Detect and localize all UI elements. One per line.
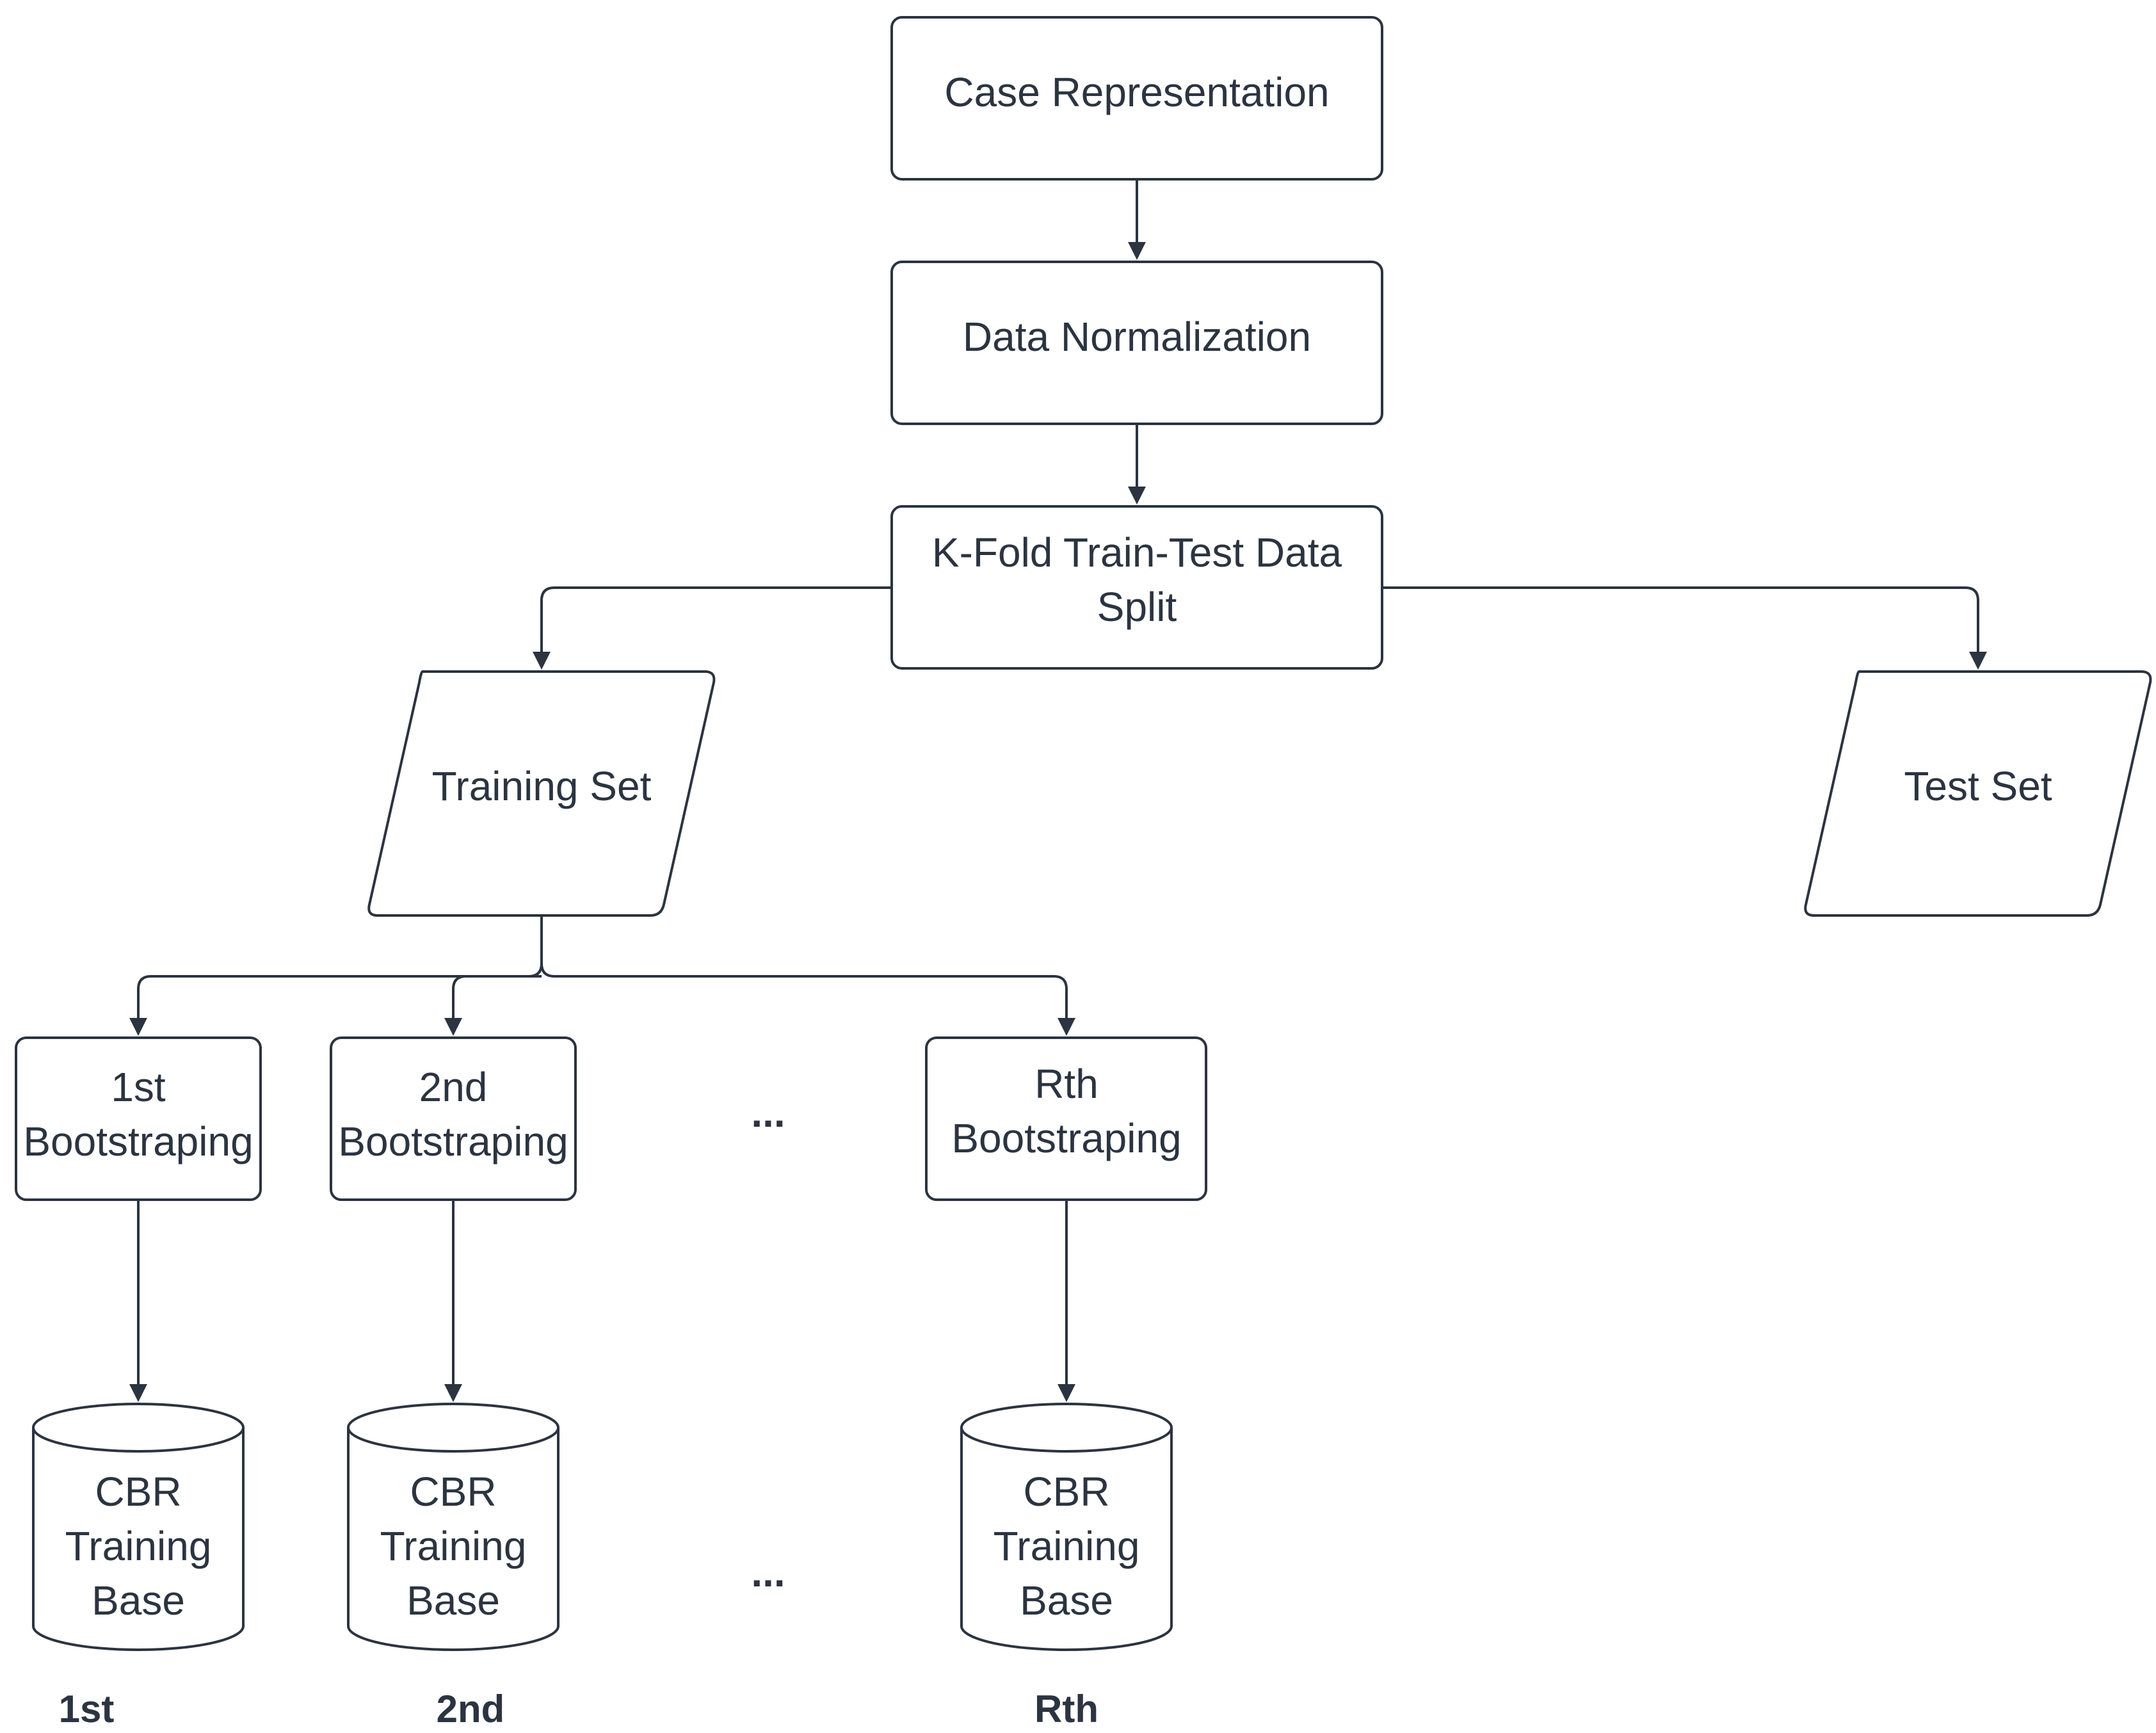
- bootstrap-2-label-line-2: Bootstraping: [338, 1118, 568, 1165]
- bootstrap-r-label-line-2: Bootstraping: [951, 1115, 1181, 1161]
- bootstrap-2-label-line-1: 2nd: [419, 1064, 488, 1110]
- arrowhead-bootstrap-2: [444, 1018, 462, 1036]
- node-data-normalization: Data Normalization: [890, 261, 1383, 425]
- node-bootstrap-2: 2nd Bootstraping: [330, 1036, 577, 1201]
- database-icon: [960, 1403, 1173, 1651]
- node-bootstrap-1: 1st Bootstraping: [15, 1036, 262, 1201]
- arrowhead-base-2: [444, 1384, 462, 1402]
- edges: [129, 179, 1987, 1402]
- arrowhead-training-set: [533, 652, 551, 670]
- ellipsis-bases: ...: [751, 1549, 785, 1595]
- case-representation-label: Case Representation: [944, 69, 1329, 115]
- bootstrap-1-label-line-2: Bootstraping: [23, 1118, 253, 1165]
- arrowhead-bootstrap-1: [129, 1018, 147, 1036]
- edge-training-to-bootstrap-r: [540, 963, 1068, 1018]
- arrowhead-kfold: [1128, 487, 1146, 504]
- cbr-base-r-label-line-2: Training: [994, 1523, 1140, 1569]
- kfold-split-label-line-1: K-Fold Train-Test Data: [932, 529, 1342, 576]
- cbr-base-r-label-line-1: CBR: [1023, 1469, 1109, 1515]
- node-case-representation: Case Representation: [890, 16, 1383, 181]
- arrowhead-test-set: [1969, 652, 1987, 670]
- data-normalization-label: Data Normalization: [963, 314, 1311, 360]
- training-set-label: Training Set: [432, 763, 652, 809]
- test-set-label: Test Set: [1904, 763, 2052, 809]
- cbr-base-1-label-line-3: Base: [92, 1577, 185, 1624]
- caption-first: 1st: [59, 1688, 115, 1730]
- node-cbr-base-r: CBR Training Base: [960, 1403, 1173, 1651]
- caption-rth: Rth: [1034, 1688, 1098, 1730]
- edge-kfold-to-training: [540, 586, 892, 652]
- cbr-base-2-label-line-2: Training: [380, 1523, 527, 1569]
- node-cbr-base-1: CBR Training Base: [32, 1403, 245, 1651]
- cbr-base-r-label-line-3: Base: [1020, 1577, 1113, 1624]
- arrowhead-bootstrap-r: [1058, 1018, 1075, 1036]
- bootstrap-r-label-line-1: Rth: [1034, 1061, 1098, 1107]
- edge-training-to-bootstrap-2: [452, 975, 542, 1018]
- arrowhead-normalization: [1128, 242, 1146, 260]
- edge-training-to-bootstrap-1: [137, 915, 543, 1018]
- node-cbr-base-2: CBR Training Base: [347, 1403, 559, 1651]
- cbr-base-1-label-line-1: CBR: [95, 1469, 181, 1515]
- cbr-base-2-label-line-1: CBR: [410, 1469, 496, 1515]
- cbr-base-1-label-line-2: Training: [65, 1523, 212, 1569]
- node-kfold-split: K-Fold Train-Test Data Split: [890, 505, 1383, 670]
- ellipsis-bootstraps: ...: [751, 1090, 785, 1136]
- kfold-split-label-line-2: Split: [1097, 584, 1177, 630]
- node-bootstrap-r: Rth Bootstraping: [925, 1036, 1207, 1201]
- edge-kfold-to-test: [1382, 586, 1979, 652]
- database-icon: [347, 1403, 559, 1651]
- arrowhead-base-r: [1058, 1384, 1075, 1402]
- node-test-set: Test Set: [1804, 670, 2152, 917]
- arrowhead-base-1: [129, 1384, 147, 1402]
- database-icon: [32, 1403, 245, 1651]
- bootstrap-1-label-line-1: 1st: [111, 1064, 166, 1110]
- caption-second: 2nd: [437, 1688, 505, 1730]
- node-training-set: Training Set: [367, 670, 716, 917]
- cbr-base-2-label-line-3: Base: [406, 1577, 500, 1624]
